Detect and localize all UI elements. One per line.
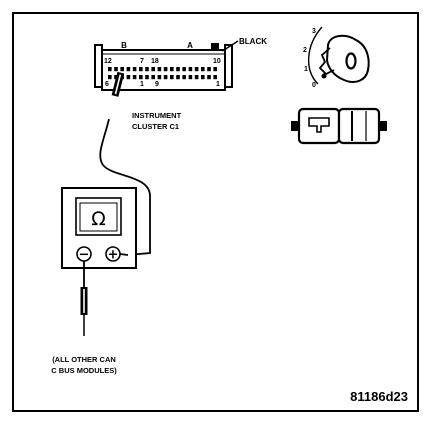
connector-pin-cavity [188, 75, 193, 80]
connector-section-a: A [187, 41, 193, 50]
key-blade [318, 47, 335, 76]
bottom-test-probe [80, 261, 88, 336]
figure-id: 81186d23 [350, 389, 408, 404]
pin-number-18: 18 [151, 58, 159, 65]
connector-pin-cavity [182, 67, 186, 72]
connector-pin-cavity [201, 75, 205, 80]
connector-pin-cavity [157, 75, 162, 80]
pin-number-7: 7 [140, 58, 144, 65]
connector-pin-cavity [188, 67, 193, 72]
positive-jack-symbol: + [108, 248, 119, 263]
connector-pin-cavity [176, 67, 180, 72]
connector-mating-icon [291, 107, 387, 145]
connector-pin-cavity [176, 75, 180, 80]
connector-section-b: B [121, 41, 127, 50]
figure-frame [12, 12, 419, 412]
connector-pin-grid [108, 67, 217, 80]
pin-number-10: 10 [213, 58, 221, 65]
mating-right-stub [379, 121, 387, 131]
connector-pin-cavity [108, 75, 112, 80]
connector-pin-cavity [139, 75, 143, 80]
connector-name-line1: INSTRUMENT [132, 111, 182, 120]
connector-pin-cavity [170, 75, 174, 80]
ohmmeter-display-inner [79, 202, 118, 232]
top-test-probe [99, 71, 151, 256]
connector-c1: B A 12 7 18 10 6 1 9 1 [94, 41, 233, 91]
connector-pin-cavity [213, 67, 217, 72]
connector-pin-cavity [201, 67, 205, 72]
connector-pin-cavity [194, 75, 199, 80]
connector-right-tab [224, 44, 233, 88]
key-hole [345, 52, 357, 70]
ignition-pos-2: 2 [303, 47, 307, 54]
mating-right-half [337, 107, 381, 145]
ohm-symbol: Ω [91, 208, 106, 230]
connector-pin-cavity [163, 75, 168, 80]
black-callout: BLACK [222, 37, 267, 52]
connector-pin-cavity [108, 67, 112, 72]
connector-pin-cavity [151, 75, 155, 80]
connector-pin-cavity [207, 67, 211, 72]
connector-pin-cavity [114, 67, 118, 72]
connector-pin-cavity [132, 75, 137, 80]
connector-name-line2: CLUSTER C1 [132, 122, 179, 131]
ignition-switch-icon: 3 2 1 0 [303, 26, 370, 89]
ignition-pos-3: 3 [312, 28, 316, 35]
probe-handle-bottom-highlight [83, 289, 85, 313]
key-pivot [321, 73, 327, 79]
positive-jack-stub [119, 253, 129, 256]
mating-left-terminal [308, 117, 330, 133]
connector-pin-cavity [194, 67, 199, 72]
connector-pin-cavity [126, 75, 131, 80]
pin-number-1-b: 1 [140, 81, 144, 88]
connector-pin-cavity [151, 67, 155, 72]
ignition-pos-0: 0 [312, 82, 316, 89]
connector-left-tab [94, 44, 103, 88]
connector-pin-cavity [126, 67, 131, 72]
connector-pin-cavity [207, 75, 211, 80]
connector-pin-cavity [170, 67, 174, 72]
pin-number-6: 6 [105, 81, 109, 88]
note-line2: C BUS MODULES) [51, 366, 117, 375]
ignition-switch-arc [307, 26, 323, 85]
pin-number-9: 9 [155, 81, 159, 88]
negative-jack-symbol: − [79, 248, 90, 263]
connector-pin-cavity [163, 67, 168, 72]
connector-pin-cavity [139, 67, 143, 72]
connector-pin-cavity [213, 75, 217, 80]
connector-pin-cavity [157, 67, 162, 72]
mating-left-stub [291, 121, 299, 131]
ohmmeter-display [75, 197, 122, 236]
connector-pin-cavity [182, 75, 186, 80]
ignition-pos-1: 1 [304, 66, 308, 73]
ohmmeter: Ω − + [61, 187, 137, 269]
probe-top-lead-wire [99, 118, 151, 256]
pin-number-1-a: 1 [216, 81, 220, 88]
pin-number-12: 12 [104, 58, 112, 65]
connector-key-notch [211, 43, 219, 50]
connector-pin-cavity [145, 75, 149, 80]
black-leader-arrow [222, 46, 229, 52]
connector-pin-cavity [132, 67, 137, 72]
black-label: BLACK [239, 37, 267, 46]
probe-handle-top-highlight [114, 74, 122, 95]
note-line1: (ALL OTHER CAN [52, 355, 116, 364]
connector-pin-cavity [120, 67, 124, 72]
connector-pin-cavity [145, 67, 149, 72]
connector-pin-cavity [114, 75, 118, 80]
